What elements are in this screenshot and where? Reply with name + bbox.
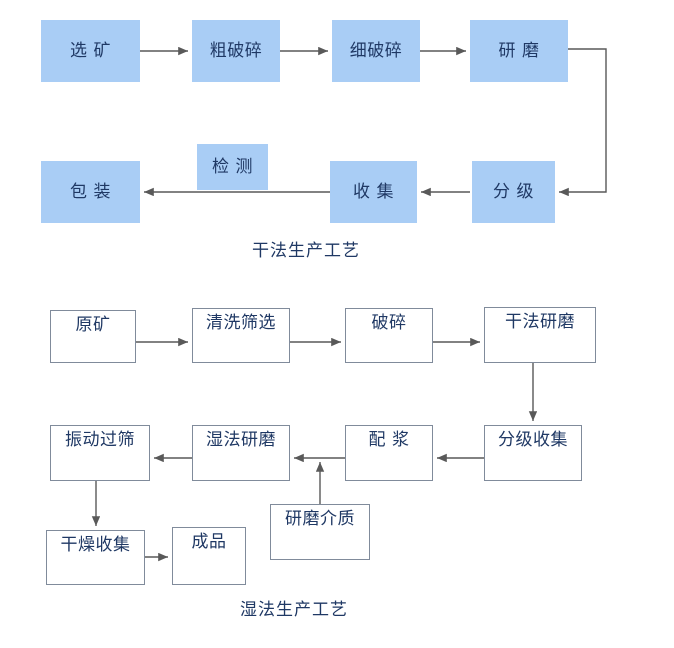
node-shouji[interactable]: 收 集: [330, 161, 417, 223]
node-jiance[interactable]: 检 测: [197, 144, 268, 190]
node-qingxishaixuan[interactable]: 清洗筛选: [192, 308, 290, 363]
node-ganzaoshouji[interactable]: 干燥收集: [46, 530, 145, 585]
node-yuankuang[interactable]: 原矿: [50, 310, 136, 363]
node-yanmojiezhi[interactable]: 研磨介质: [270, 504, 370, 560]
node-fenji[interactable]: 分 级: [472, 161, 555, 223]
node-shifayanmo[interactable]: 湿法研磨: [192, 425, 290, 481]
node-ganfayanmo[interactable]: 干法研磨: [484, 307, 596, 363]
caption-wet-process: 湿法生产工艺: [240, 600, 348, 620]
caption-dry-process: 干法生产工艺: [252, 241, 360, 261]
node-xuankuang[interactable]: 选 矿: [41, 20, 140, 82]
node-posui[interactable]: 破碎: [345, 308, 433, 363]
node-yanmo[interactable]: 研 磨: [470, 20, 568, 82]
node-zhendongguoshai[interactable]: 振动过筛: [50, 425, 150, 481]
node-fenjishouji[interactable]: 分级收集: [484, 425, 582, 481]
node-cupoisui[interactable]: 粗破碎: [192, 20, 280, 82]
node-chengpin[interactable]: 成品: [172, 527, 246, 585]
node-baozhuang[interactable]: 包 装: [41, 161, 140, 223]
node-xipoisui[interactable]: 细破碎: [332, 20, 420, 82]
node-peijiang[interactable]: 配 浆: [345, 425, 433, 481]
